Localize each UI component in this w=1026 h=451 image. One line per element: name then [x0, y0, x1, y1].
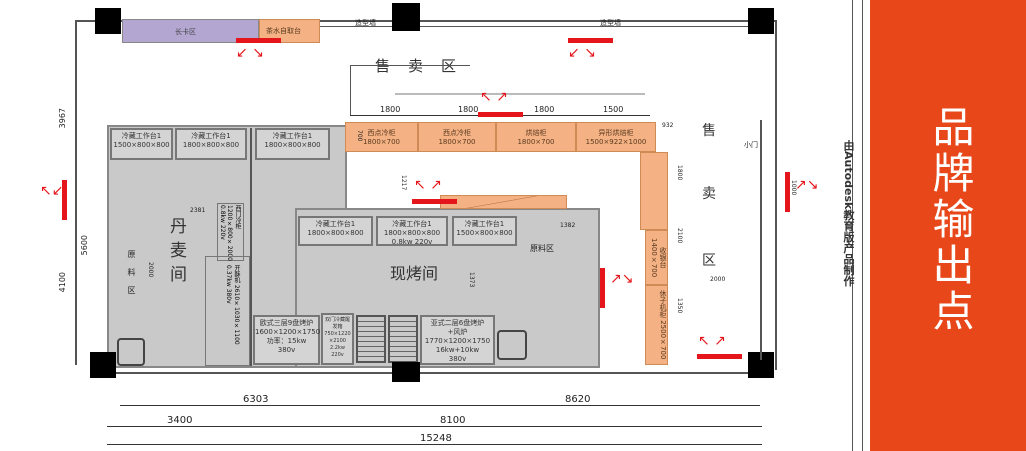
brand-panel: 品牌输出点 [870, 0, 1026, 451]
rack [356, 315, 386, 363]
dim-label: 1350 [676, 298, 683, 314]
column [392, 3, 420, 31]
wall-top-label-2: 造型墙 [600, 19, 621, 27]
wall-top-label: 造型墙 [355, 19, 376, 27]
counter-inner [440, 195, 567, 209]
dim-label: 1000 [790, 180, 797, 196]
wall-top [75, 20, 775, 22]
dim-label: 2100 [676, 228, 683, 244]
output-marker [236, 38, 281, 43]
dim-label: 1800 [380, 105, 401, 114]
dim-label: 1217 [400, 175, 407, 191]
output-marker [412, 199, 457, 204]
long-seat-label: 长卡区 [175, 28, 196, 36]
output-marker [62, 180, 67, 220]
dim-label: 5600 [80, 235, 89, 256]
dim-label: 1373 [468, 272, 475, 288]
dim-label: 8620 [565, 394, 591, 405]
wall-right [775, 20, 777, 370]
dim-label: 4100 [58, 272, 67, 293]
dim-label: 15248 [420, 433, 452, 444]
sales-right-label: 售 [702, 123, 716, 139]
column [90, 352, 116, 378]
output-marker [600, 268, 605, 308]
rack [388, 315, 418, 363]
dim-line [107, 444, 762, 445]
dim-label: 700 [356, 130, 363, 142]
side-cabinet: 休子机柜 2500×700 [645, 285, 668, 365]
sales-area-label: 售卖区 [375, 57, 475, 75]
sales-rail [350, 65, 351, 115]
dim-line [120, 405, 760, 406]
small-door-label: 小门 [744, 141, 758, 149]
panel-title: 品牌输出点 [926, 105, 975, 335]
partition [250, 128, 252, 366]
wall-top-inner [320, 26, 750, 27]
arrow-icon: ↖ ↗ [698, 333, 726, 349]
sales-right-label: 卖 [702, 186, 716, 202]
dim-label: 1800 [676, 165, 683, 181]
output-marker [785, 172, 790, 212]
watermark: 由Autodesk教育版产品制作 [842, 140, 855, 287]
dim-label: 1800 [458, 105, 479, 114]
arrow-icon: ↖ ↗ [414, 177, 442, 193]
output-marker [478, 112, 523, 117]
right-rail [760, 120, 762, 360]
sink [497, 330, 527, 360]
dim-label: 1382 [560, 222, 576, 229]
wall-bottom [100, 372, 760, 374]
watermark-line [862, 0, 863, 451]
dim-label: 1800 [534, 105, 555, 114]
cashier-counter: 收银台 1400×700 [645, 230, 668, 285]
column [748, 8, 774, 34]
wall-left [75, 20, 77, 365]
sink [117, 338, 145, 366]
dim-label: 3400 [167, 415, 193, 426]
arrow-icon: ↖ ↗ [480, 89, 508, 105]
sales-rail [395, 93, 645, 95]
dim-label: 932 [662, 122, 674, 129]
dim-label: 2000 [147, 262, 154, 278]
sheeter: 开酥机 2610×1030×1100 0.37kw 380v [205, 256, 250, 366]
dim-label: 1500 [603, 105, 624, 114]
bake-room-label: 现烤间 [390, 264, 439, 283]
column [392, 362, 420, 382]
fridge: 西门冷柜 1200×800×2000 0.8kw 220v [217, 203, 244, 261]
arrow-icon: ↖↙ [40, 183, 64, 199]
output-marker [568, 38, 613, 43]
arrow-icon: ↗↘ [610, 271, 634, 287]
tea-bar-label: 茶水自取台 [266, 27, 301, 35]
sales-right-label: 区 [702, 253, 716, 269]
counter-corner [640, 152, 668, 230]
dim-line [107, 426, 762, 427]
sales-rail [350, 65, 470, 66]
dim-label: 8100 [440, 415, 466, 426]
danish-room-label: 丹麦间 [170, 217, 187, 285]
arrow-icon: ↙ ↘ [568, 45, 596, 61]
dim-label: 2000 [710, 276, 726, 283]
dim-label: 2381 [190, 207, 206, 214]
raw-area-label: 原料区 [127, 250, 136, 304]
output-marker [697, 354, 742, 359]
arrow-icon: ↗↘ [795, 177, 819, 193]
dim-label: 3967 [58, 108, 67, 129]
arrow-icon: ↙ ↘ [236, 45, 264, 61]
column [95, 8, 121, 34]
watermark-line [852, 0, 853, 451]
raw-area-label: 原料区 [530, 244, 554, 253]
dim-label: 6303 [243, 394, 269, 405]
